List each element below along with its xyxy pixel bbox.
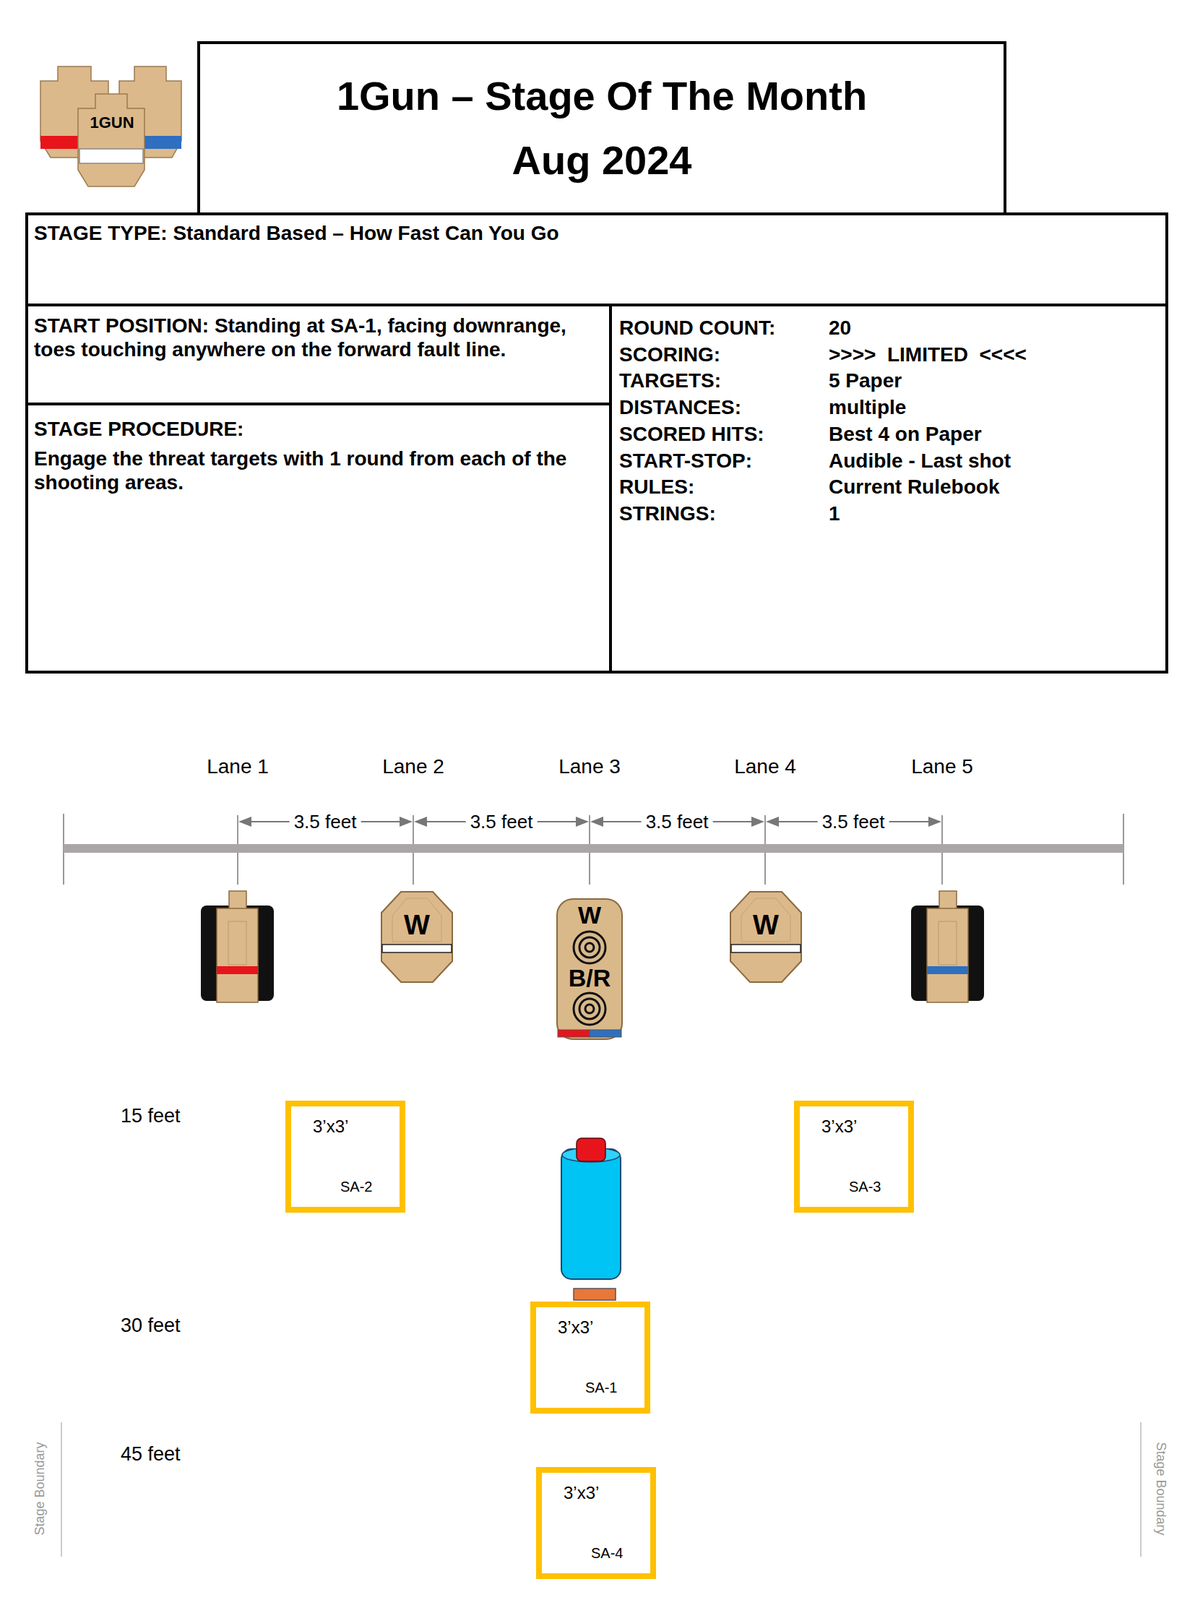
node-box: STAGE TYPE: Standard Based – How Fast Ca…	[25, 212, 1169, 307]
distance-label: 30 feet	[120, 1314, 181, 1337]
lane-label: Lane 2	[382, 755, 445, 779]
info-value: multiple	[828, 395, 907, 420]
lane-label: Lane 4	[734, 755, 797, 779]
node-sa: 3’x3’ SA-2	[285, 1100, 406, 1213]
info-label: SCORED HITS:	[619, 422, 765, 446]
info-value: Best 4 on Paper	[828, 422, 982, 446]
info-value: Audible - Last shot	[828, 449, 1011, 473]
info-value: >>>> LIMITED <<<<	[828, 343, 1027, 367]
logo-text: 1GUN	[89, 114, 134, 132]
info-value: 5 Paper	[828, 369, 902, 393]
node-info: ROUND COUNT: 20SCORING: >>>> LIMITED <<<< T…	[609, 303, 1169, 674]
paper-target	[911, 890, 985, 1003]
section-body: Engage the threat targets with 1 round f…	[33, 440, 604, 495]
info-label: SCORING:	[619, 343, 721, 367]
title-frame	[198, 42, 1005, 214]
distance-label: 45 feet	[120, 1443, 181, 1466]
info-label: STRINGS:	[619, 502, 716, 526]
dimension-label: 3.5 feet	[817, 811, 890, 833]
area-name: SA-3	[848, 1178, 881, 1195]
info-value: Current Rulebook	[828, 475, 1000, 499]
stage-title: 1Gun – Stage Of The Month	[198, 72, 1005, 120]
target-letter: W	[556, 902, 623, 927]
section-text: STAGE TYPE: Standard Based – How Fast Ca…	[33, 219, 1160, 245]
dimension-label: 3.5 feet	[466, 811, 538, 833]
info-value: 20	[828, 316, 852, 340]
node-oct: W	[729, 890, 802, 983]
lane-label: Lane 1	[206, 755, 269, 779]
boundary-label: Stage Boundary	[33, 1441, 48, 1535]
area-size: 3’x3’	[557, 1317, 594, 1338]
lane-label: Lane 3	[558, 755, 621, 779]
target-letter: B/R	[556, 965, 623, 990]
section-heading: STAGE PROCEDURE:	[33, 409, 604, 441]
info-label: TARGETS:	[619, 369, 722, 393]
section-text: START POSITION: Standing at SA-1, facing…	[33, 310, 604, 362]
node-oct: W	[380, 890, 454, 983]
boundary-line	[60, 1421, 63, 1557]
node-center: W B/R	[556, 898, 623, 1042]
info-label: DISTANCES:	[619, 395, 742, 420]
area-name: SA-4	[590, 1544, 623, 1562]
info-label: START-STOP:	[619, 449, 753, 473]
logo	[40, 66, 182, 187]
dimension-label: 3.5 feet	[289, 811, 362, 833]
barrel	[561, 1137, 621, 1300]
node-sa: 3’x3’ SA-3	[794, 1100, 914, 1213]
area-size: 3’x3’	[821, 1116, 857, 1137]
dimension-label: 3.5 feet	[641, 811, 714, 833]
node-proc: STAGE PROCEDURE:Engage the threat target…	[25, 402, 612, 674]
target-letter: W	[729, 911, 802, 939]
area-size: 3’x3’	[312, 1116, 349, 1137]
area-name: SA-2	[340, 1178, 373, 1195]
node-sa: 3’x3’ SA-1	[530, 1301, 651, 1414]
area-name: SA-1	[585, 1379, 618, 1396]
area-size: 3’x3’	[563, 1482, 599, 1503]
lane-label: Lane 5	[911, 755, 974, 779]
boundary-label: Stage Boundary	[1153, 1441, 1168, 1535]
node-box: START POSITION: Standing at SA-1, facing…	[25, 303, 612, 406]
range-line	[63, 813, 1124, 885]
info-label: RULES:	[619, 475, 695, 499]
info-label: ROUND COUNT:	[619, 316, 776, 340]
target-letter: W	[380, 911, 454, 939]
distance-label: 15 feet	[120, 1105, 181, 1128]
node-sa: 3’x3’ SA-4	[536, 1466, 657, 1579]
paper-target	[200, 890, 274, 1003]
info-value: 1	[828, 502, 841, 526]
boundary-line	[1140, 1421, 1142, 1557]
title-date: Aug 2024	[512, 137, 693, 183]
